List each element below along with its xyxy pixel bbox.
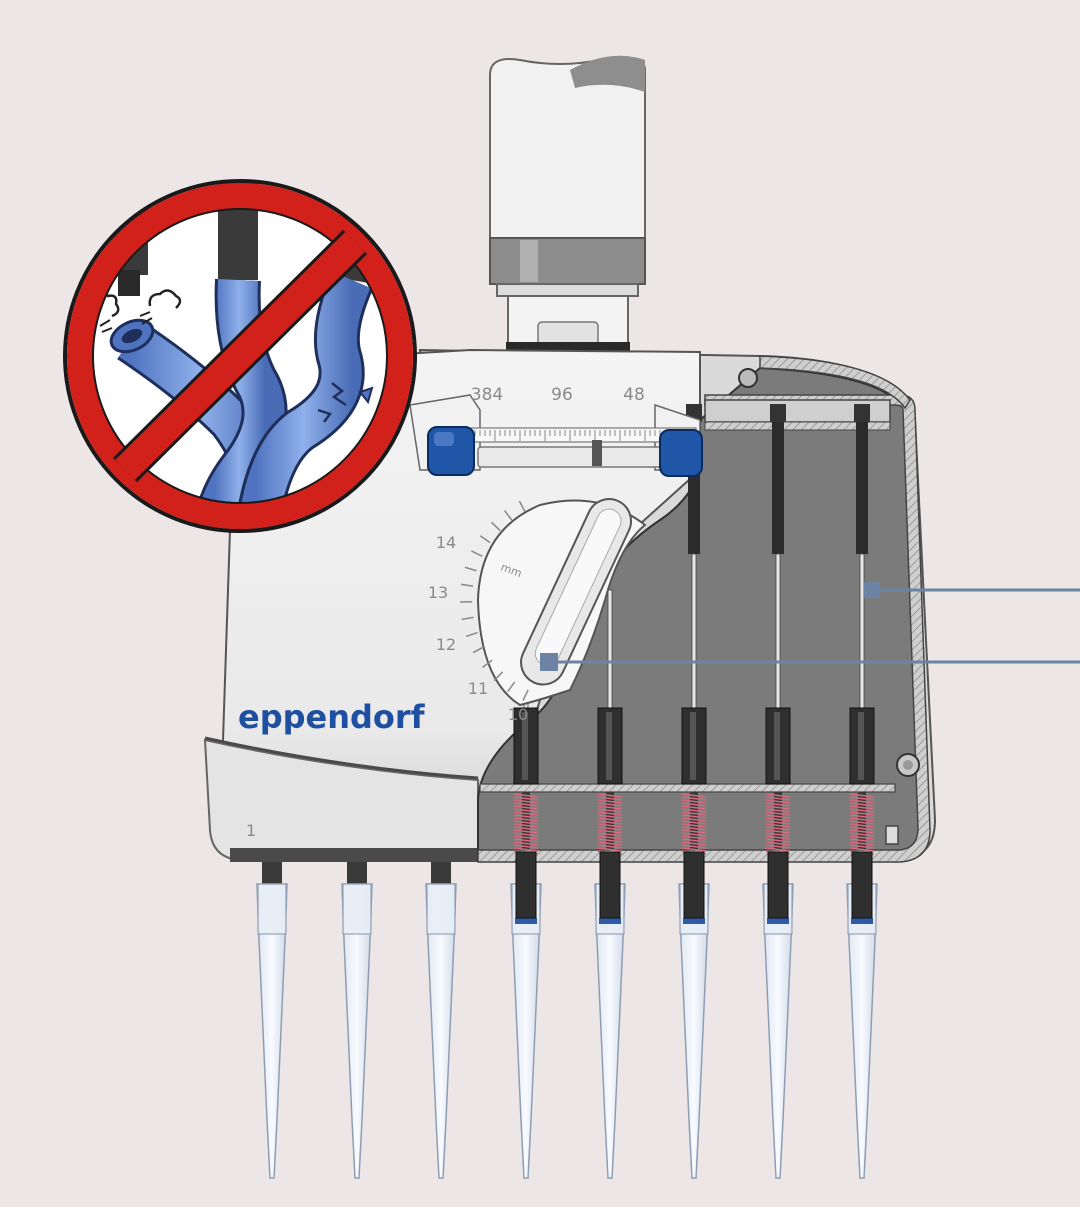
scale-label-48: 48	[623, 385, 645, 405]
pipette-tip	[426, 862, 456, 1178]
channel-number: 1	[246, 821, 256, 840]
scale-label-96: 96	[551, 385, 573, 405]
pipette-tip	[342, 862, 372, 1178]
dial-label-12: 12	[436, 635, 456, 654]
pipette-tip	[257, 862, 287, 1178]
right-lock-button[interactable]	[660, 430, 702, 476]
dial-label-11: 11	[468, 679, 488, 698]
dial-label-10: 10	[508, 705, 528, 724]
pipette-tip	[679, 884, 709, 1178]
dial-label-14: 14	[436, 533, 456, 552]
brand-logo: eppendorf	[238, 698, 426, 736]
scale-label-384: 384	[471, 385, 503, 405]
pipette-tip	[847, 884, 877, 1178]
pipette-tip	[763, 884, 793, 1178]
pipette-tip	[511, 884, 541, 1178]
dial-label-13: 13	[428, 583, 448, 602]
plunger-knob[interactable]	[490, 56, 645, 352]
pipette-tip	[595, 884, 625, 1178]
